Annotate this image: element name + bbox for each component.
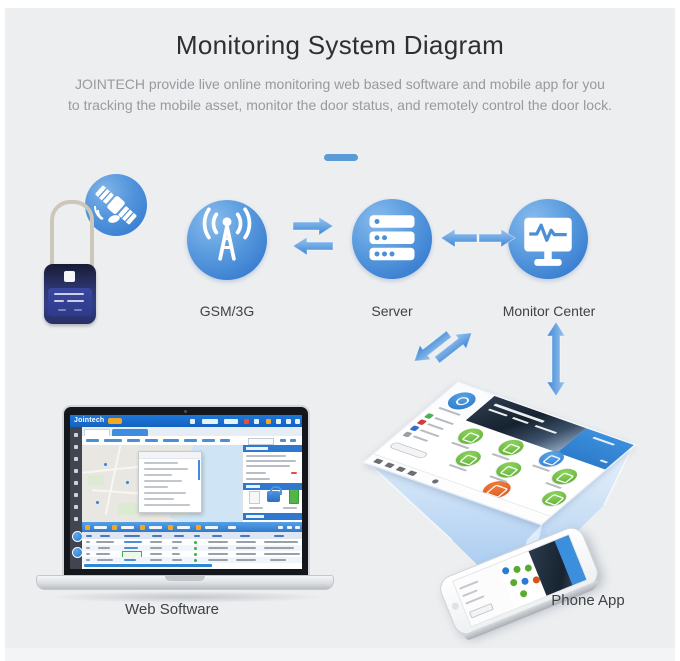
map-info-popup bbox=[138, 451, 202, 513]
popup-scrollbar bbox=[197, 460, 200, 480]
table-row bbox=[82, 557, 302, 563]
phone-home-button bbox=[450, 601, 460, 611]
satellite-icon bbox=[85, 174, 147, 236]
webui-column-header-row bbox=[82, 532, 302, 539]
server-label: Server bbox=[371, 303, 413, 319]
webui-map-area bbox=[82, 445, 242, 522]
panel-gauge bbox=[249, 491, 260, 504]
webui-brand-logo: Jointech bbox=[74, 417, 105, 424]
monitor-pulse-icon bbox=[524, 217, 572, 266]
web-software-label: Web Software bbox=[125, 601, 219, 618]
server-icon bbox=[369, 215, 415, 261]
padlock-body bbox=[44, 264, 96, 324]
padlock-face bbox=[48, 288, 92, 316]
monitor-center-label: Monitor Center bbox=[502, 303, 596, 319]
webui-header-bar: Jointech bbox=[70, 415, 302, 427]
monitor-center-node bbox=[508, 199, 588, 279]
app-search-pill bbox=[388, 441, 429, 460]
antenna-icon bbox=[202, 207, 252, 261]
laptop-camera bbox=[184, 410, 187, 413]
table-row-selected bbox=[82, 551, 302, 558]
panel-battery-icon bbox=[289, 489, 299, 504]
web-software-screen: Jointech bbox=[70, 415, 302, 569]
server-node bbox=[352, 199, 432, 279]
page-description: JOINTECH provide live online monitoring … bbox=[68, 76, 612, 113]
table-row bbox=[82, 539, 302, 545]
blue-divider bbox=[324, 154, 358, 161]
footer-strip bbox=[5, 648, 675, 661]
laptop-shadow bbox=[46, 591, 326, 603]
phone-app-label: Phone App bbox=[551, 592, 625, 609]
padlock-led bbox=[64, 271, 75, 282]
laptop-base bbox=[36, 575, 334, 590]
webui-tab-row bbox=[70, 427, 302, 437]
webui-table-header-band bbox=[82, 522, 302, 532]
webui-orange-badge bbox=[108, 418, 122, 424]
gps-padlock-device bbox=[44, 200, 100, 326]
panel-lock-icon bbox=[267, 486, 282, 502]
webui-round-button-1 bbox=[71, 531, 83, 542]
laptop-bezel: Jointech bbox=[62, 405, 310, 579]
webui-horizontal-scrollbar bbox=[84, 564, 212, 567]
page-title: Monitoring System Diagram bbox=[175, 30, 505, 60]
webui-right-panel bbox=[242, 445, 302, 522]
webui-round-button-2 bbox=[71, 547, 83, 558]
webui-left-toolbar bbox=[70, 427, 83, 569]
gsm-node bbox=[187, 200, 267, 280]
gsm-label: GSM/3G bbox=[199, 303, 255, 319]
table-row bbox=[82, 545, 302, 551]
